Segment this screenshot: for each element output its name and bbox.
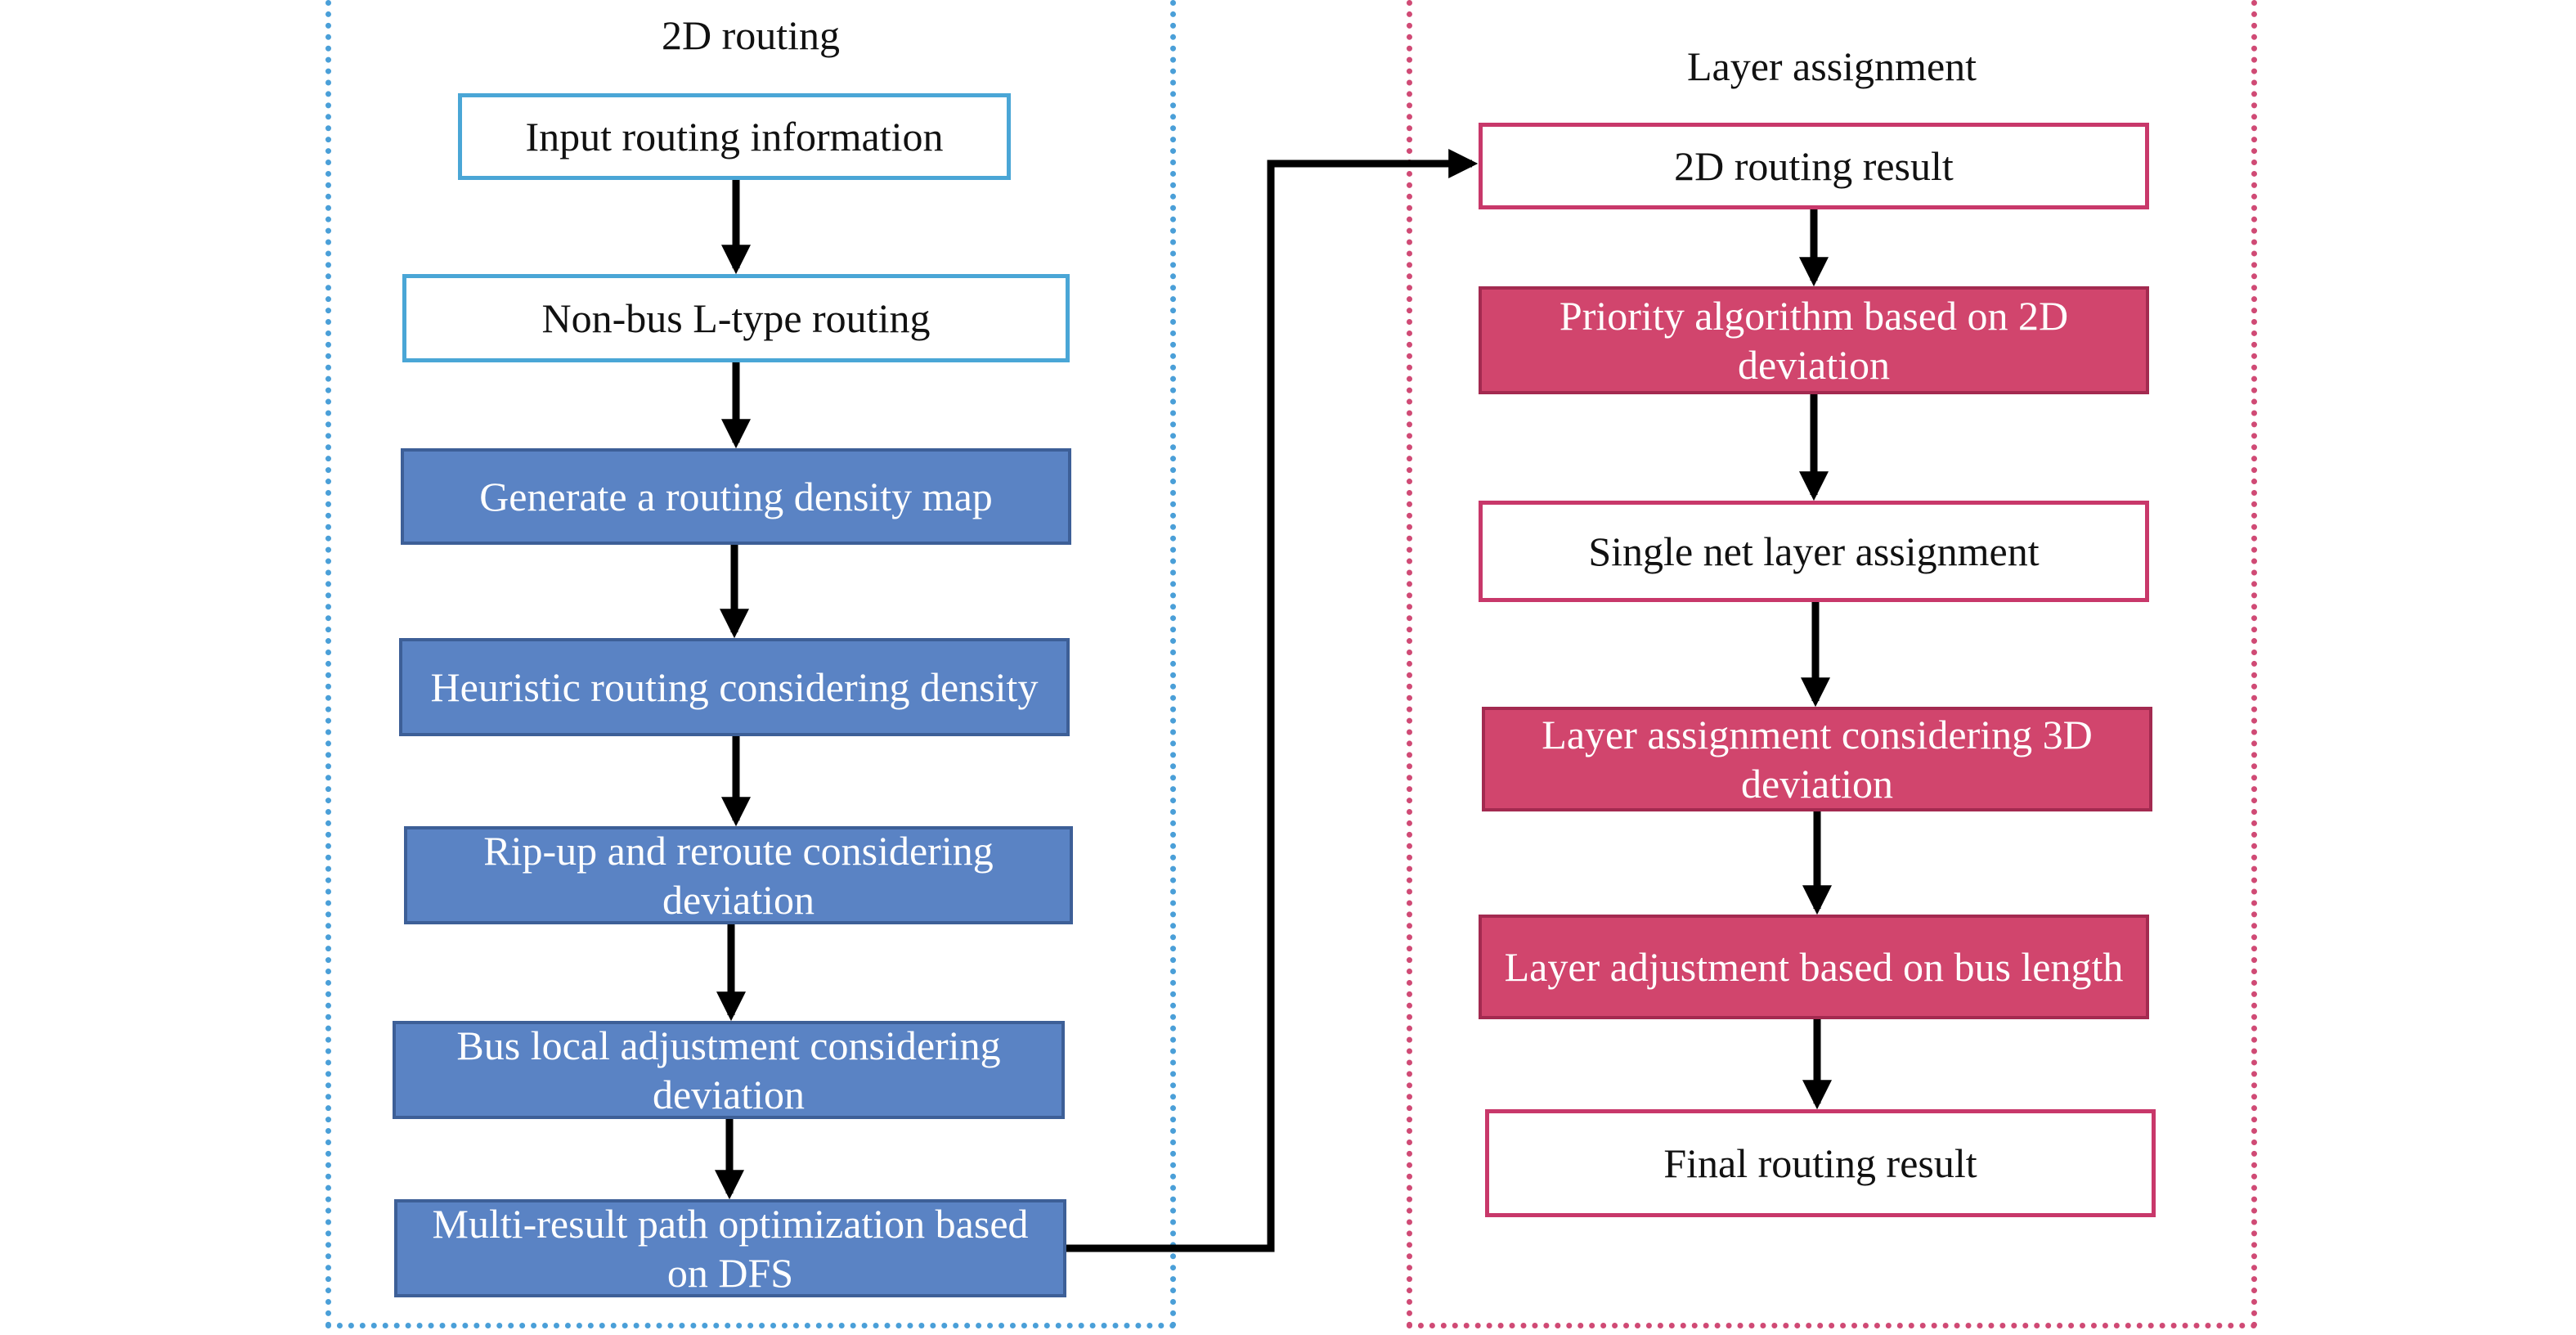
step-input-routing-information: Input routing information	[458, 93, 1011, 180]
step-2d-routing-result: 2D routing result	[1479, 123, 2149, 209]
step-generate-routing-density-map: Generate a routing density map	[401, 448, 1071, 545]
step-heuristic-routing: Heuristic routing considering density	[399, 638, 1070, 736]
step-multi-result-path-optimization: Multi-result path optimization based on …	[394, 1199, 1066, 1297]
step-single-net-layer-assignment: Single net layer assignment	[1479, 501, 2149, 602]
step-rip-up-and-reroute: Rip-up and reroute considering deviation	[404, 826, 1073, 924]
panel-title-2d-routing: 2D routing	[661, 12, 841, 58]
step-layer-assignment-3d-deviation: Layer assignment considering 3D deviatio…	[1482, 707, 2152, 811]
step-bus-local-adjustment: Bus local adjustment considering deviati…	[393, 1021, 1065, 1119]
panel-2d-routing: 2D routing	[325, 0, 1176, 1328]
panel-layer-assignment: Layer assignment	[1407, 0, 2257, 1328]
panel-title-layer-assignment: Layer assignment	[1686, 43, 1977, 89]
step-final-routing-result: Final routing result	[1485, 1109, 2156, 1217]
step-priority-algorithm: Priority algorithm based on 2D deviation	[1479, 286, 2149, 394]
step-non-bus-l-type-routing: Non-bus L-type routing	[402, 274, 1070, 362]
arrow-connector	[1066, 149, 1479, 1252]
step-layer-adjustment-bus-length: Layer adjustment based on bus length	[1479, 915, 2149, 1019]
